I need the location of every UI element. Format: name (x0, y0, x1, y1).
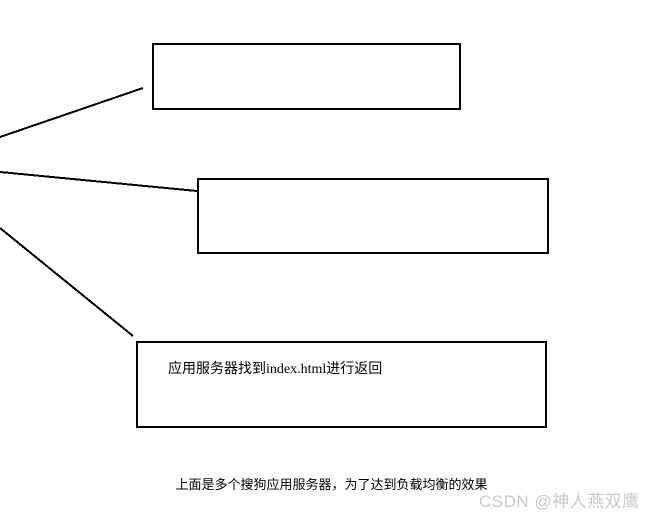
diagram-caption: 上面是多个搜狗应用服务器，为了达到负载均衡的效果 (175, 477, 488, 492)
server-node-box-2[interactable] (197, 178, 549, 254)
csdn-watermark: CSDN @神人燕双鹰 (479, 492, 640, 511)
server-node-box-1[interactable] (152, 43, 461, 110)
connector-to-box-3 (0, 227, 134, 337)
connector-to-box-2 (0, 171, 198, 192)
server-node-box-3[interactable] (136, 341, 547, 428)
connector-to-box-1 (0, 87, 144, 138)
server-node-box-3-label: 应用服务器找到index.html进行返回 (168, 362, 383, 377)
